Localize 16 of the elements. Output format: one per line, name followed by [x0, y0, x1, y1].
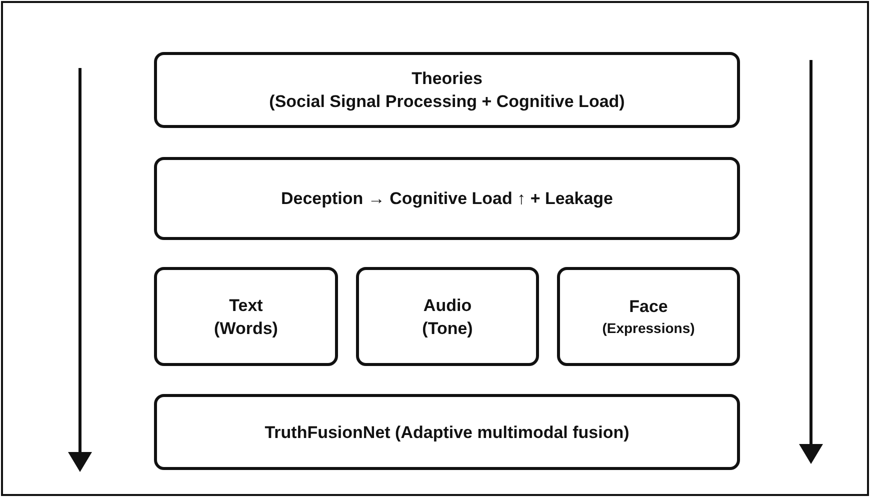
box-heading: Face [629, 296, 668, 318]
box-heading: Audio [423, 294, 472, 316]
box-heading: Text [229, 294, 263, 316]
process-box [154, 52, 740, 128]
process-box [154, 394, 740, 470]
process-box [154, 157, 740, 240]
box-subtext: (Social Signal Processing + Cognitive Load) [269, 91, 625, 113]
process-box [557, 267, 740, 366]
box-heading: Deception → Cognitive Load ↑ + Leakage [280, 188, 614, 210]
box-heading: TruthFusionNet (Adaptive multimodal fusion) [264, 422, 630, 444]
process-box [356, 267, 539, 366]
box-subtext: (Words) [214, 318, 278, 340]
process-box [154, 267, 338, 366]
box-subtext: (Tone) [422, 318, 473, 340]
box-heading: Theories [412, 68, 482, 90]
box-subtext: (Expressions) [602, 319, 695, 338]
